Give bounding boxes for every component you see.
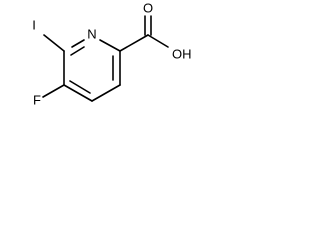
nitrogen-label: N (87, 26, 96, 41)
bond-c6-iodine (43, 34, 65, 52)
bond-c2-carboxyl-carbon (119, 34, 149, 52)
double-bond-inner-c6-n (70, 46, 85, 56)
chemical-structure-diagram: I N F O OH (32, 0, 191, 107)
bond-c6-n (71, 39, 85, 48)
bond-n-c2 (99, 39, 121, 52)
atom-labels: I N F O OH (32, 0, 191, 107)
bond-carboxyl-carbon-oh (147, 34, 169, 48)
pyridine-ring (63, 39, 121, 102)
iodine-label: I (32, 17, 36, 32)
bond-c4-c5 (63, 84, 93, 102)
carbonyl-oxygen-label: O (143, 0, 153, 15)
hydroxyl-label: OH (172, 46, 192, 61)
double-bond-inner-c4-c5 (69, 80, 91, 94)
bond-c3-c4 (91, 84, 121, 102)
substituents (42, 15, 169, 98)
bond-c5-fluorine (42, 84, 65, 98)
fluorine-label: F (33, 92, 41, 107)
